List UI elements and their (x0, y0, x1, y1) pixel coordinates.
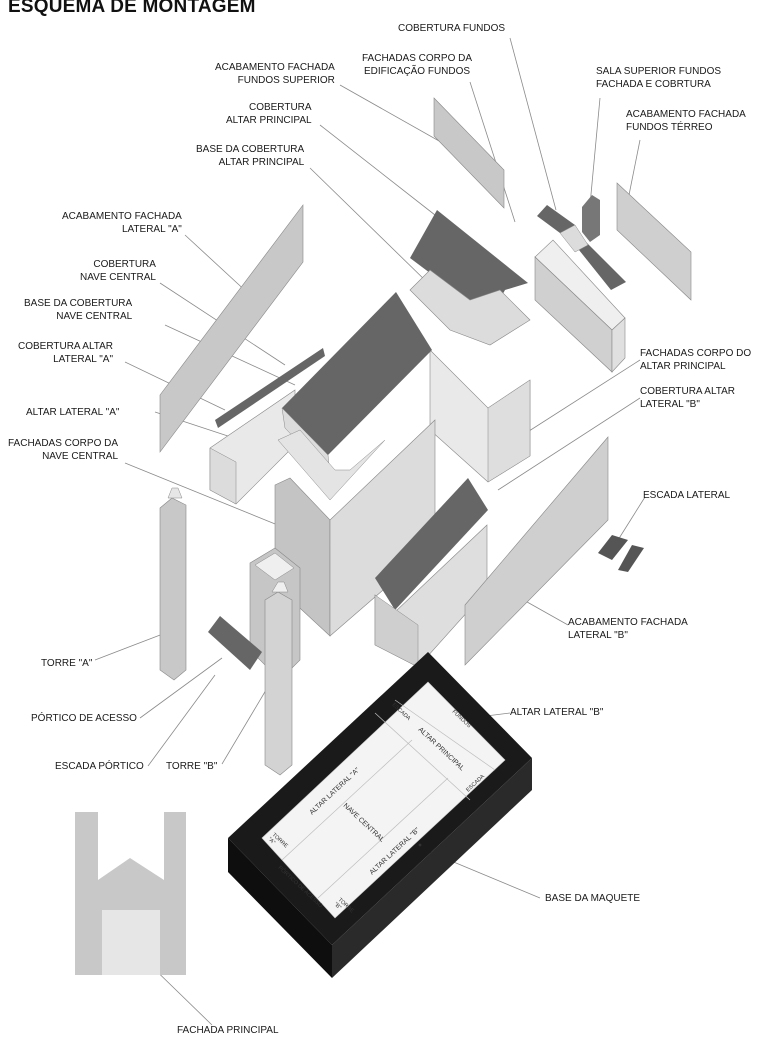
base-maquete-plan (261, 681, 506, 919)
label-fachadas-corpo-fundos: FACHADAS CORPO DA EDIFICAÇÃO FUNDOS (362, 53, 473, 77)
label-base-cobertura-nave: BASE DA COBERTURA NAVE CENTRAL (24, 298, 133, 322)
base-maquete-right (332, 758, 532, 978)
torre-b-spire (271, 581, 289, 593)
label-sala-superior: SALA SUPERIOR FUNDOS FACHADA E COBRTURA (596, 66, 722, 90)
fundos-box-end (611, 317, 626, 373)
label-acab-fundos-terreo: ACABAMENTO FACHADA FUNDOS TÉRREO (626, 109, 746, 133)
fachada-principal-door (102, 910, 160, 975)
portico-top (254, 552, 295, 581)
escada-lateral-piece-1 (598, 535, 628, 560)
altar-lateral-a-face (209, 447, 237, 505)
label-cobertura-altar-principal: COBERTURA ALTAR PRINCIPAL (226, 102, 312, 126)
label-cobertura-altar-lateral-a: COBERTURA ALTAR LATERAL "A" (18, 341, 114, 365)
label-acab-fundos-superior: ACABAMENTO FACHADA FUNDOS SUPERIOR (215, 62, 335, 86)
plan-divisions (281, 699, 496, 899)
page-title: ESQUEMA DE MONTAGEM (8, 0, 256, 17)
label-torre-b: TORRE "B" (166, 761, 218, 772)
label-cobertura-fundos: COBERTURA FUNDOS (398, 23, 506, 34)
base-cobertura-nave (277, 429, 386, 501)
base-maquete-left (228, 838, 332, 978)
label-base-cobertura-altar-principal: BASE DA COBERTURA ALTAR PRINCIPAL (196, 144, 305, 168)
acab-fundos-superior-panel (433, 97, 505, 209)
acab-fundos-terreo-panel (616, 182, 692, 301)
escada-portico (208, 616, 262, 670)
label-cobertura-altar-lateral-b: COBERTURA ALTAR LATERAL "B" (640, 386, 736, 410)
sala-superior-piece (582, 195, 600, 242)
acab-lateral-b-panel (464, 436, 609, 666)
cobertura-nave-central (282, 292, 432, 455)
cobertura-altar-lateral-a (215, 348, 325, 428)
plan-marker-dot (418, 843, 422, 847)
label-fachada-principal: FACHADA PRINCIPAL (177, 1025, 279, 1036)
acab-lateral-a-panel (159, 204, 304, 453)
label-altar-lateral-a: ALTAR LATERAL "A" (26, 407, 120, 418)
torre-b (264, 591, 293, 776)
label-torre-a: TORRE "A" (41, 658, 93, 669)
label-portico-acesso: PÓRTICO DE ACESSO (31, 713, 137, 724)
label-fachadas-corpo-nave: FACHADAS CORPO DA NAVE CENTRAL (8, 438, 119, 462)
label-acab-lateral-b: ACABAMENTO FACHADA LATERAL "B" (568, 617, 688, 641)
escada-lateral-piece-2 (618, 545, 644, 572)
label-escada-portico: ESCADA PÓRTICO (55, 761, 144, 772)
label-escada-lateral: ESCADA LATERAL (643, 490, 731, 501)
torre-a (159, 497, 187, 681)
label-altar-lateral-b: ALTAR LATERAL "B" (510, 707, 604, 718)
label-acab-lateral-a: ACABAMENTO FACHADA LATERAL "A" (62, 211, 182, 235)
fachadas-corpo-altar-side (487, 379, 531, 483)
cobertura-altar-lateral-b (375, 478, 488, 610)
sala-superior-face (559, 224, 589, 253)
label-fachadas-corpo-altar: FACHADAS CORPO DO ALTAR PRINCIPAL (640, 348, 752, 372)
cobertura-fundos-piece (537, 205, 575, 233)
label-base-maquete: BASE DA MAQUETE (545, 893, 641, 904)
base-cobertura-altar-principal (409, 269, 531, 346)
cobertura-fundos-piece-2 (575, 238, 626, 290)
label-cobertura-nave: COBERTURA NAVE CENTRAL (80, 259, 156, 283)
torre-a-spire (167, 487, 183, 499)
